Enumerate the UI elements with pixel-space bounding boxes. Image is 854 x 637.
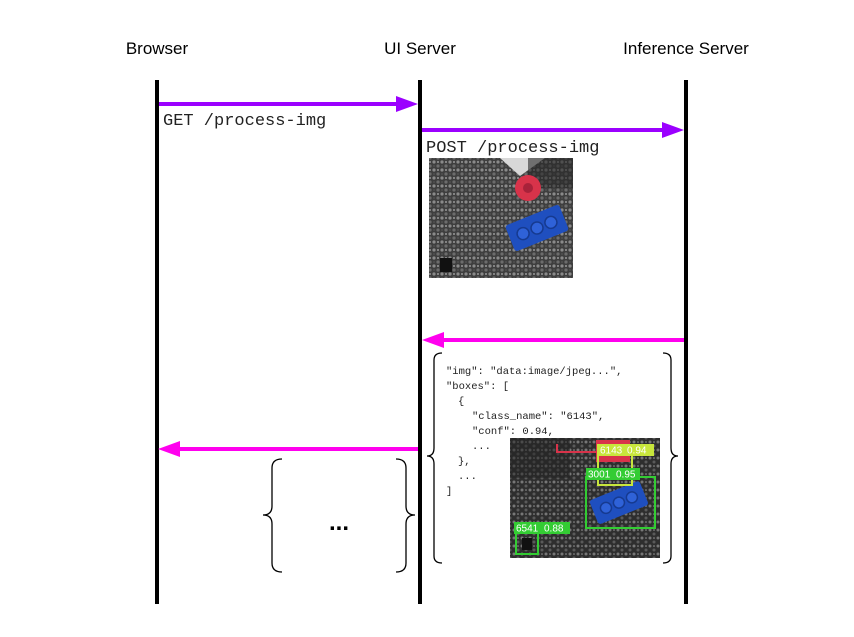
detection-conf-6143: 0.94 — [627, 446, 647, 457]
detection-class-6541: 6541 — [516, 524, 539, 535]
json-line: ... — [458, 471, 477, 483]
response-brace-left — [426, 352, 443, 564]
json-line: { — [458, 396, 464, 408]
bbox-label-6541 — [514, 522, 570, 534]
json-line: "conf": 0.94, — [472, 426, 554, 438]
bbox-label-6143 — [598, 444, 654, 456]
input-image — [429, 158, 573, 278]
lane-title-browser: Browser — [126, 39, 189, 58]
browser-response-arrow — [158, 441, 418, 457]
json-line: "img": "data:image/jpeg...", — [446, 366, 622, 378]
inference-response-arrow — [422, 332, 684, 348]
json-line: ] — [446, 486, 452, 498]
json-line: ... — [472, 441, 491, 453]
lane-title-inference-server: Inference Server — [623, 39, 749, 58]
json-line: "boxes": [ — [446, 381, 509, 393]
response-brace-right — [662, 352, 679, 564]
detection-class-3001: 3001 — [588, 470, 611, 481]
ellipsis-brace-left — [262, 458, 283, 573]
ellipsis-brace-right — [395, 458, 416, 573]
detection-conf-3001: 0.95 — [616, 470, 636, 481]
annotated-image: 6143 0.94 3001 0.95 6541 0.88 — [510, 438, 660, 558]
response-json: "img": "data:image/jpeg...", "boxes": [ … — [446, 366, 622, 498]
get-request-label: GET /process-img — [163, 112, 326, 131]
json-line: "class_name": "6143", — [472, 411, 604, 423]
lane-title-ui-server: UI Server — [384, 39, 456, 58]
bbox-label-3001 — [586, 468, 640, 480]
get-request-arrow — [159, 96, 418, 112]
detection-conf-6541: 0.88 — [544, 524, 564, 535]
post-request-arrow — [422, 122, 684, 138]
detection-class-6143: 6143 — [600, 446, 623, 457]
post-request-label: POST /process-img — [426, 139, 599, 158]
json-line: }, — [458, 456, 471, 468]
ellipsis-text: ... — [329, 509, 349, 536]
